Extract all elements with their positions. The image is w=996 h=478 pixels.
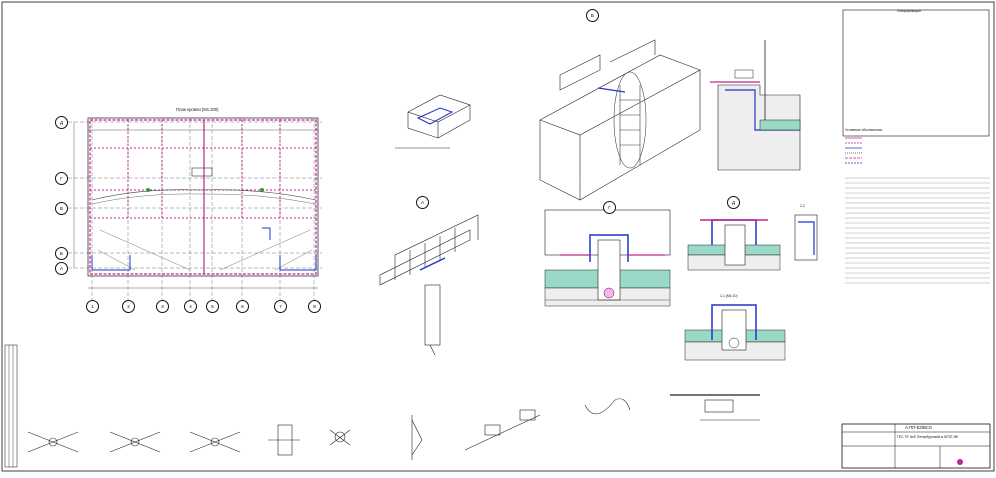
legend [845, 137, 990, 284]
axis-col-1: 1 [86, 300, 99, 313]
axis-row-g: Г [55, 172, 68, 185]
detail-railing-a [379, 214, 479, 356]
axis-col-5: 5 [206, 300, 219, 313]
axis-row-d: Д [55, 116, 68, 129]
section-22 [794, 214, 818, 261]
stamp-project: ГЕС ТЕ №Ф Петербургский ж КЛТЕ ИЕ [897, 435, 959, 439]
section-g [544, 209, 671, 307]
section-11 [684, 304, 786, 361]
legend-title: Условные обозначения: [845, 128, 883, 132]
axis-col-8: 8 [308, 300, 321, 313]
axis-col-2: 2 [122, 300, 135, 313]
axis-col-7: 7 [274, 300, 287, 313]
detail-isometric-small [395, 94, 471, 149]
axis-row-v: В [55, 202, 68, 215]
section-22-label: 2-2 [800, 204, 805, 208]
section-d [687, 219, 781, 271]
axis-col-4: 4 [184, 300, 197, 313]
spec-title: Спецификация [897, 9, 921, 13]
view-marker-g: Г [603, 201, 616, 214]
roof-plan [62, 117, 322, 300]
view-marker-a: А [416, 196, 429, 209]
plan-title: План кровли (М1:200) [176, 107, 219, 112]
axis-col-3: 3 [156, 300, 169, 313]
bottom-details [27, 394, 760, 460]
axis-row-a: А [55, 262, 68, 275]
detail-parapet-section [710, 40, 801, 171]
axis-col-6: 6 [236, 300, 249, 313]
section-11-label: 1-1 (М1:10) [720, 294, 738, 298]
view-marker-b: Б [586, 9, 599, 22]
view-marker-d: Д [727, 196, 740, 209]
stamp-code: А-ПП-ЕЗ/ВСО [905, 425, 932, 430]
axis-row-b: Б [55, 247, 68, 260]
detail-ladder-wall [539, 39, 701, 201]
